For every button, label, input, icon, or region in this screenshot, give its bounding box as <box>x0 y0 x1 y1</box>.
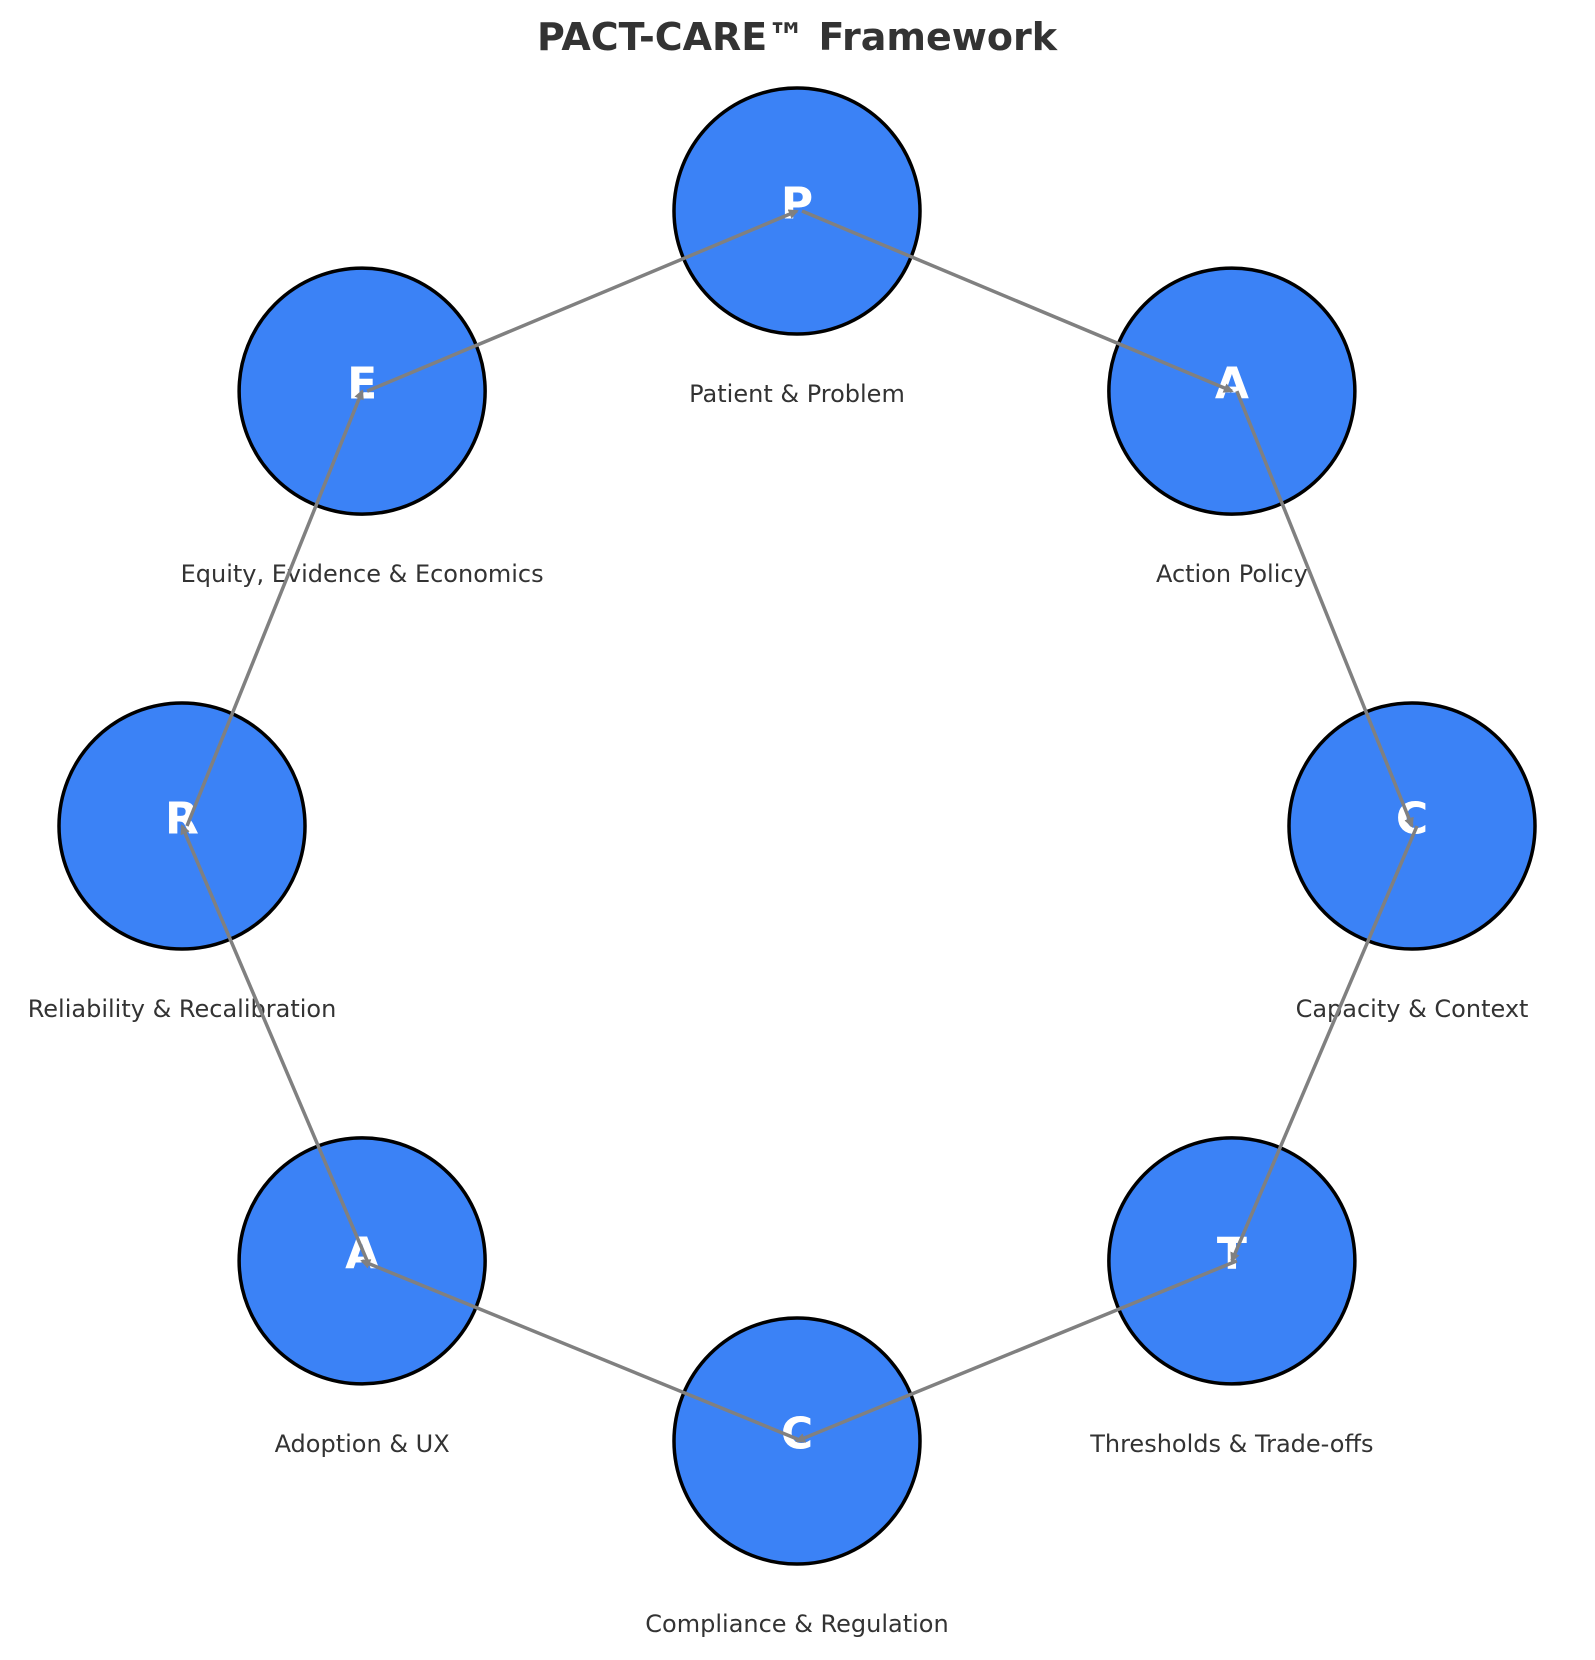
edge-arrow-3 <box>1230 825 1419 1263</box>
edge-arrow-6 <box>180 824 369 1262</box>
diagram-title: PACT-CARE™ Framework <box>537 15 1058 59</box>
node-label: Reliability & Recalibration <box>28 995 337 1023</box>
node-8: E Equity, Evidence & Economics <box>181 266 544 588</box>
node-label: Patient & Problem <box>689 380 905 408</box>
node-label: Thresholds & Trade-offs <box>1089 1430 1373 1458</box>
node-label: Action Policy <box>1156 560 1308 588</box>
node-2: A Action Policy <box>1107 266 1357 588</box>
node-label: Capacity & Context <box>1296 995 1529 1023</box>
node-letter: A <box>345 1228 379 1279</box>
node-label: Equity, Evidence & Economics <box>181 560 544 588</box>
edge-arrow-1 <box>801 209 1234 393</box>
node-letter: R <box>165 794 199 845</box>
node-label: Adoption & UX <box>275 1430 450 1458</box>
node-letter: P <box>781 179 813 230</box>
edge-arrow-8 <box>366 209 799 393</box>
edges-layer <box>180 209 1419 1443</box>
node-letter: A <box>1215 359 1249 410</box>
edge-arrow-7 <box>185 389 364 827</box>
edge-arrow-2 <box>1235 390 1414 828</box>
node-7: R Reliability & Recalibration <box>28 701 337 1023</box>
edge-arrow-4 <box>795 1259 1238 1443</box>
node-label: Compliance & Regulation <box>645 1610 948 1638</box>
node-letter: E <box>347 359 377 410</box>
edge-arrow-5 <box>360 1259 803 1443</box>
